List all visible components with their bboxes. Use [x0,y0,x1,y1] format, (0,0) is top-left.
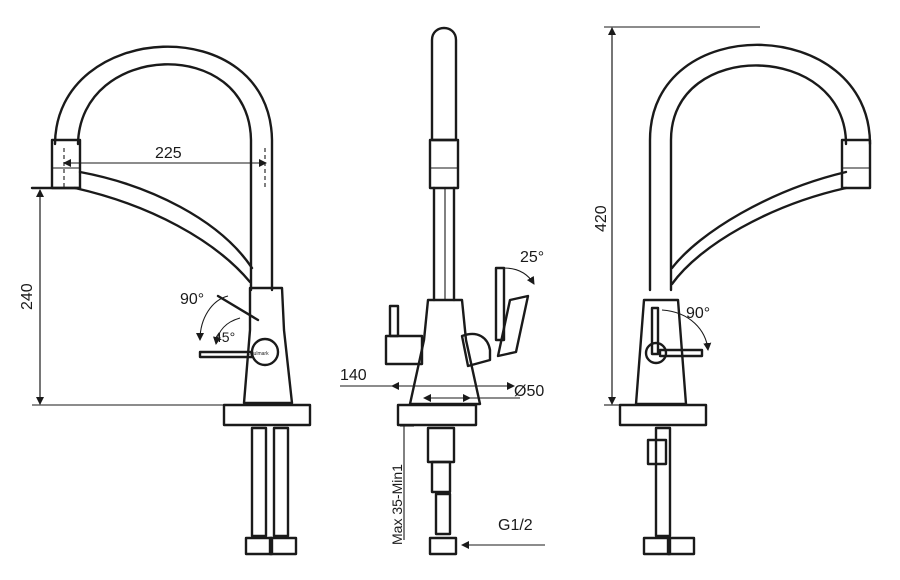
dim-countertop-thickness: Max 35-Min1 [389,464,405,545]
dim-spout-height: 240 [19,283,36,310]
angle-handle-rotation: 90° [180,291,204,308]
dim-spout-reach: 225 [155,145,182,162]
angle-side-rotation: 90° [686,305,710,322]
dim-total-height: 420 [593,205,610,232]
dim-base-width: 140 [340,367,367,384]
middle-side-view: 25° 140 Ø50 Max 35-Min1 G1/2 [340,26,545,556]
brand-mark: paulmark [248,351,269,357]
dim-base-diameter: Ø50 [514,383,544,400]
left-front-view: 225 240 90° 45° paulmark [19,45,312,556]
angle-handle-tilt: 45° [214,329,235,345]
hose-connection-label: G1/2 [498,517,533,534]
angle-handle-forward: 25° [520,249,544,266]
right-rear-view: 420 90° [593,26,872,556]
